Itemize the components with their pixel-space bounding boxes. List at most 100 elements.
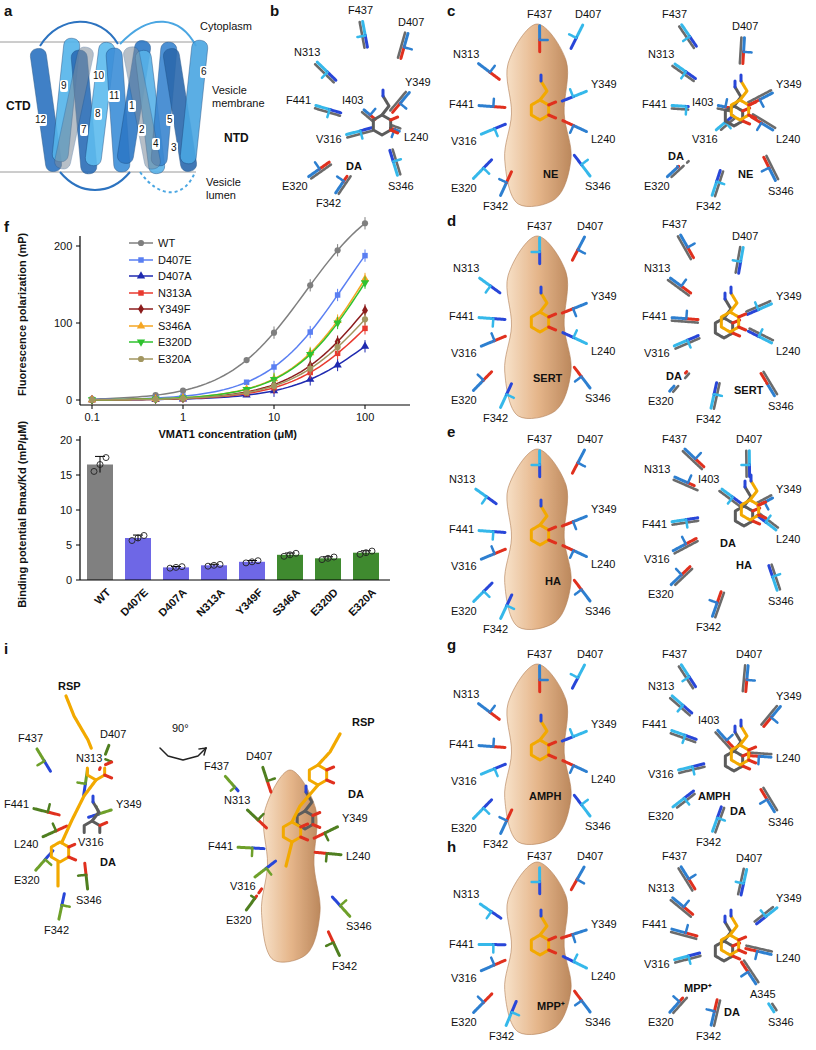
residue-label: V316 xyxy=(451,972,477,985)
molecule-sticks xyxy=(574,955,578,962)
ligand-label: NE xyxy=(543,168,558,181)
residue-label: Y349 xyxy=(776,892,802,905)
binding-potential-bars xyxy=(80,579,390,580)
molecule-sticks xyxy=(682,25,690,37)
molecule-sticks xyxy=(56,826,67,831)
molecule-sticks xyxy=(540,81,547,100)
residue-label: N313 xyxy=(224,794,250,807)
molecule-sticks xyxy=(486,286,491,292)
residue-label: N313 xyxy=(449,473,475,486)
residue-label: S346 xyxy=(768,400,794,413)
molecule-sticks xyxy=(681,665,689,677)
molecule-sticks xyxy=(746,680,747,692)
molecule-sticks xyxy=(581,805,590,816)
molecule-sticks xyxy=(538,26,541,40)
molecule-sticks xyxy=(231,787,235,791)
panel-letter: b xyxy=(270,2,279,19)
binding-potential-bars xyxy=(76,436,390,580)
domain-label: NTD xyxy=(224,132,249,146)
pocket-surface xyxy=(505,236,572,419)
molecule-sticks xyxy=(538,868,541,882)
molecule-sticks xyxy=(730,287,733,293)
legend-sample xyxy=(128,303,154,315)
molecule-sticks xyxy=(678,705,683,711)
molecule-sticks xyxy=(86,875,88,889)
residue-label: N313 xyxy=(453,688,479,701)
molecule-sticks xyxy=(357,36,365,37)
molecule-sticks xyxy=(760,100,764,107)
molecule-sticks xyxy=(676,569,681,575)
residue-label: L240 xyxy=(776,345,800,358)
axis-tick: 0.1 xyxy=(85,411,100,424)
molecule-sticks xyxy=(44,761,50,771)
molecule-sticks xyxy=(563,121,574,126)
molecule-sticks xyxy=(686,925,688,933)
residue-label: D407 xyxy=(732,230,758,243)
binding-potential-bars xyxy=(290,553,291,557)
molecule-sticks xyxy=(760,800,767,804)
protein-structure xyxy=(53,46,94,171)
residue-label: D407 xyxy=(577,220,603,233)
molecule-sticks xyxy=(473,808,483,818)
binding-curve-chart xyxy=(89,397,94,402)
molecule-sticks xyxy=(340,906,350,917)
helix-number: 9 xyxy=(60,80,68,92)
molecule-sticks xyxy=(686,72,696,79)
residue-label: Y349 xyxy=(405,76,431,89)
binding-curve-chart xyxy=(307,366,313,372)
binding-potential-bars xyxy=(319,557,325,563)
molecule-sticks xyxy=(562,97,573,101)
molecule-sticks xyxy=(390,150,393,161)
residue-label: D407 xyxy=(577,850,603,863)
molecule-sticks xyxy=(106,762,112,765)
molecule-sticks xyxy=(480,904,491,912)
molecule-sticks xyxy=(549,314,556,317)
molecule-sticks xyxy=(734,81,737,87)
molecule-sticks xyxy=(734,726,737,732)
molecule-sticks xyxy=(512,1012,519,1015)
binding-potential-bars xyxy=(103,455,109,461)
molecule-sticks xyxy=(92,796,95,802)
molecule-sticks xyxy=(404,47,412,49)
molecule-sticks xyxy=(739,262,741,274)
residue-label: N313 xyxy=(648,882,674,895)
molecule-sticks xyxy=(741,52,745,64)
molecule-sticks xyxy=(84,821,100,833)
molecule-sticks xyxy=(252,847,264,851)
molecule-sticks xyxy=(679,767,693,770)
binding-curve-chart xyxy=(80,404,410,405)
binding-potential-bars xyxy=(205,563,211,569)
molecule-sticks xyxy=(479,106,493,107)
molecule-sticks xyxy=(258,814,263,820)
molecule-sticks xyxy=(562,309,573,313)
molecule-sticks xyxy=(495,129,498,136)
binding-curve-chart xyxy=(76,400,80,401)
molecule-sticks xyxy=(66,696,91,748)
panel-letter: h xyxy=(447,838,456,855)
helix-number: 10 xyxy=(92,70,105,82)
binding-potential-bars xyxy=(325,555,331,561)
residue-label: V316 xyxy=(644,958,670,971)
axis-tick: 100 xyxy=(356,411,374,424)
residue-label: Y349 xyxy=(116,798,142,811)
molecule-sticks xyxy=(538,666,541,680)
molecule-sticks xyxy=(48,812,59,815)
molecule-sticks xyxy=(540,715,543,721)
molecule-sticks xyxy=(687,161,688,162)
binding-potential-bars xyxy=(217,561,223,567)
molecule-sticks xyxy=(767,383,774,395)
binding-potential-bars xyxy=(211,562,217,568)
molecule-sticks xyxy=(69,857,76,860)
molecule-sticks xyxy=(685,449,695,459)
molecule-sticks xyxy=(670,386,674,391)
molecule-sticks xyxy=(577,879,584,883)
binding-curve-chart xyxy=(361,341,369,348)
molecule-sticks xyxy=(739,937,746,940)
residue-label: Y349 xyxy=(776,690,802,703)
residue-label: L240 xyxy=(776,533,800,546)
molecule-sticks xyxy=(741,464,749,467)
molecule-sticks xyxy=(492,546,495,553)
molecule-sticks xyxy=(563,957,573,962)
molecule-sticks xyxy=(487,912,492,919)
binding-potential-bars xyxy=(167,565,173,571)
